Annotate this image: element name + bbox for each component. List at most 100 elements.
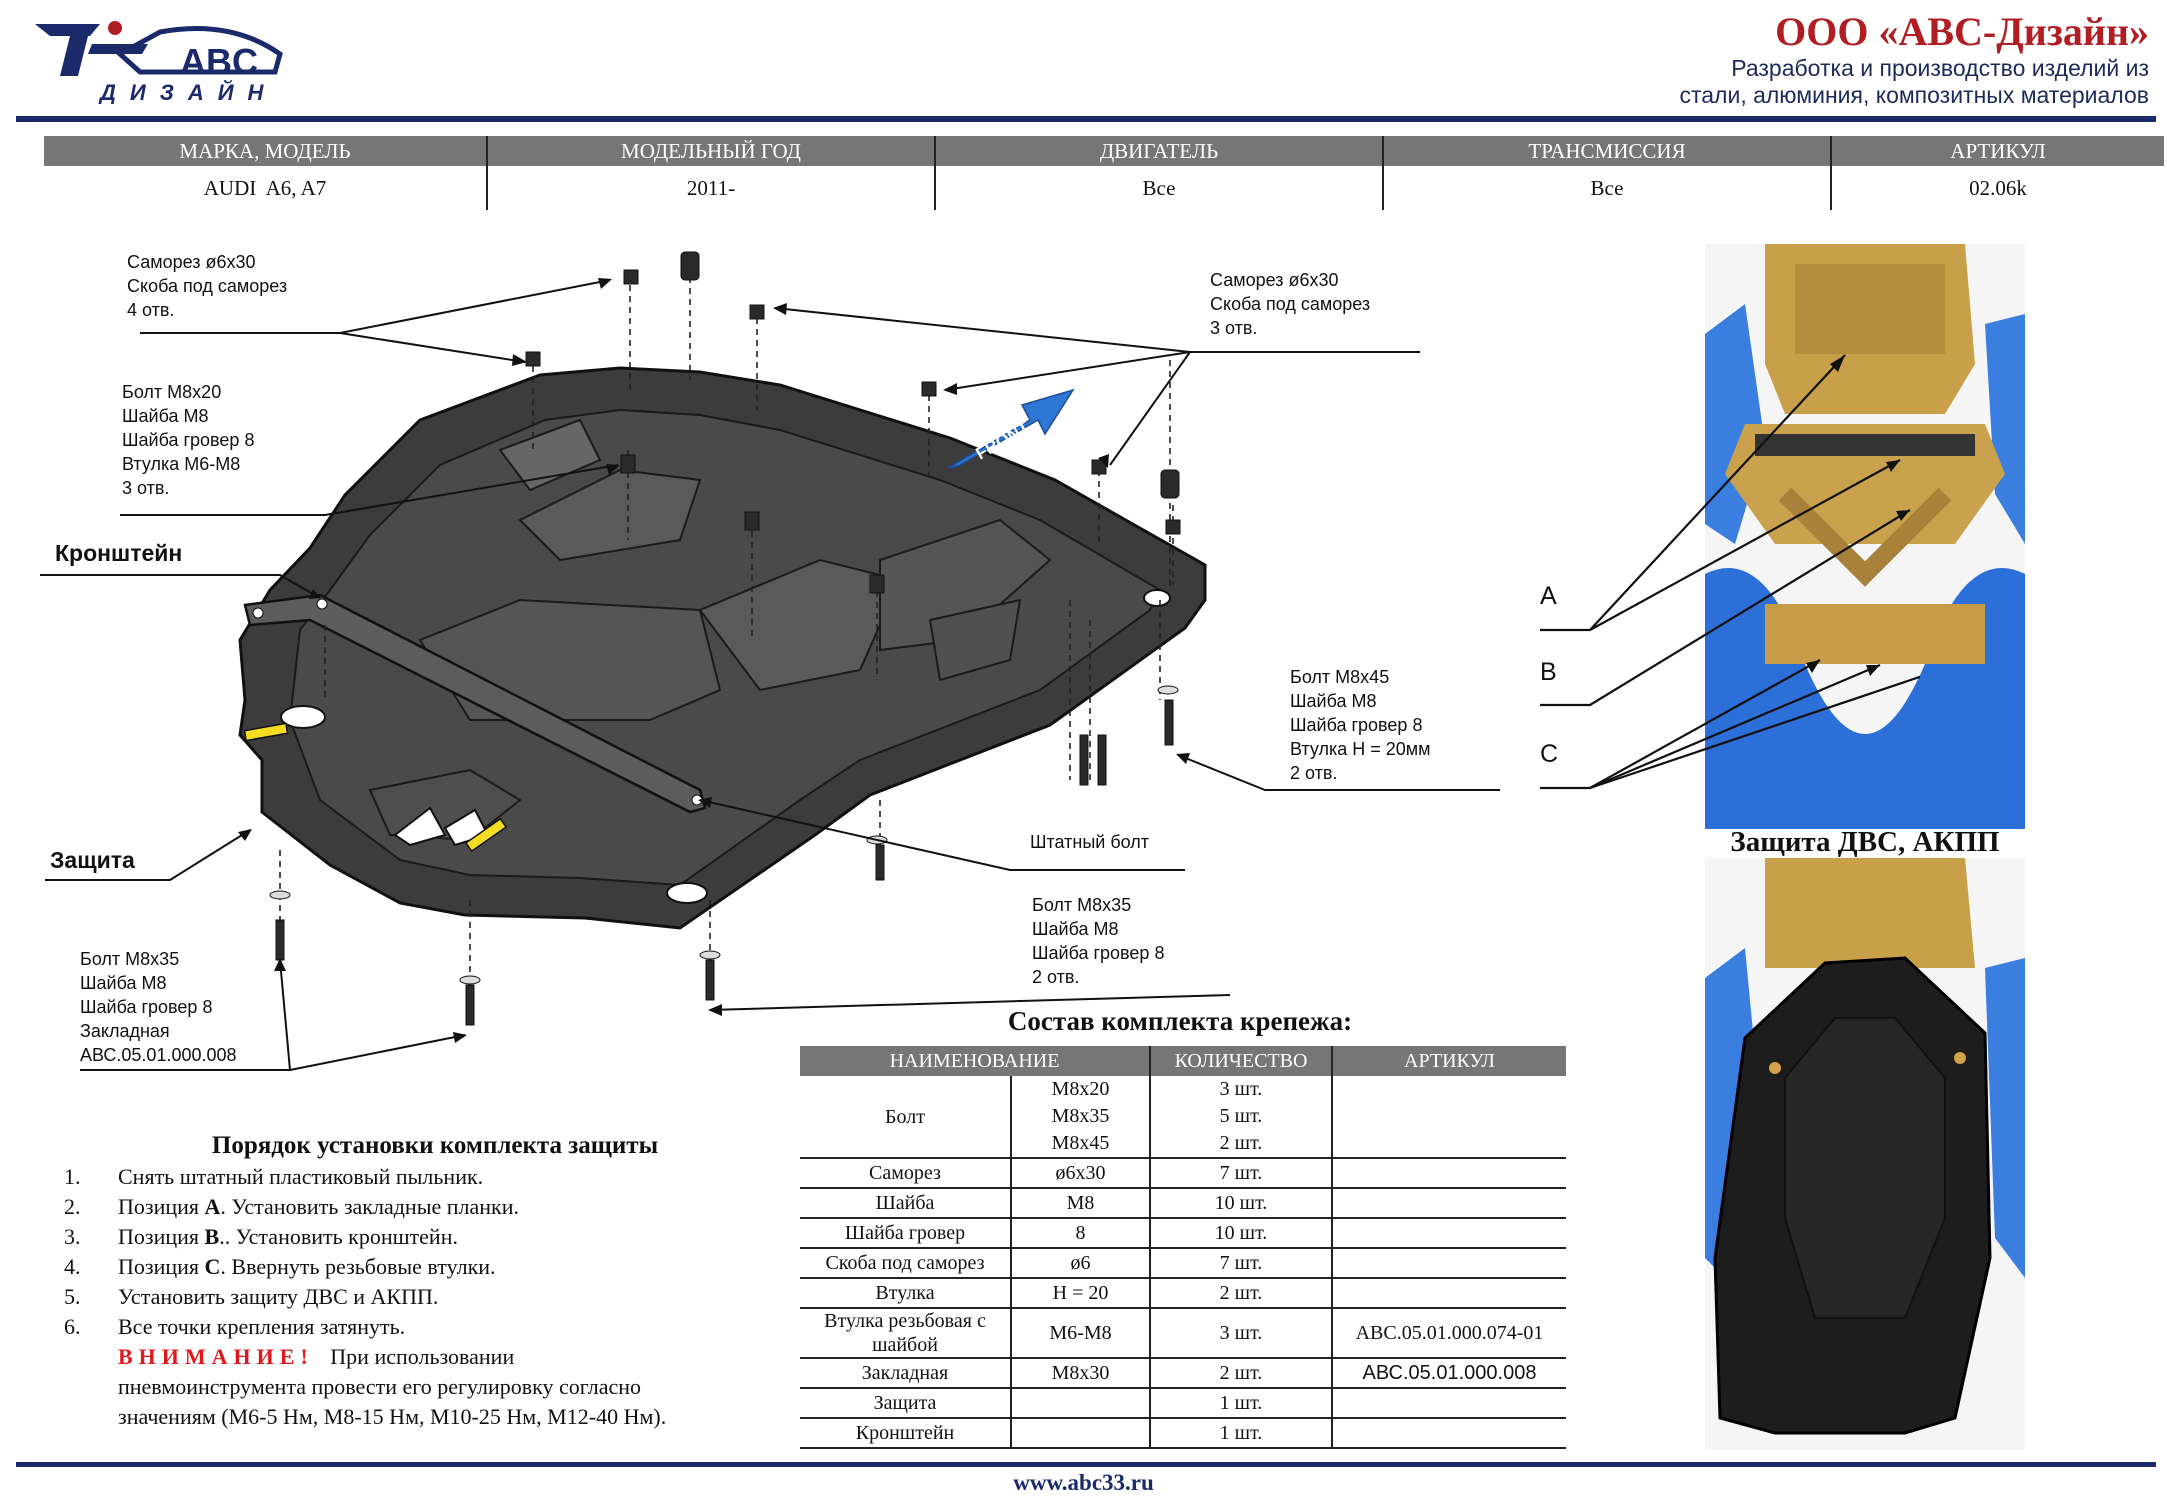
kit-header-row: НАИМЕНОВАНИЕ КОЛИЧЕСТВО АРТИКУЛ	[800, 1046, 1566, 1076]
step-text: . Ввернуть резьбовые втулки.	[220, 1254, 496, 1279]
kit-item-qty-value: 3 шт.	[1219, 1078, 1263, 1100]
kit-row: Шайба М8 10 шт.	[800, 1188, 1566, 1219]
company-block: ООО «АВС-Дизайн» Разработка и производст…	[1679, 8, 2149, 109]
kit-item-qty-value: 3 шт.	[1219, 1321, 1263, 1344]
callout-screws-left-line1: Саморез ø6x30	[127, 252, 256, 272]
kit-header-qty: КОЛИЧЕСТВО	[1149, 1046, 1332, 1076]
kit-item-size-value: М8х20	[1051, 1078, 1110, 1100]
kit-item-name: Болт	[800, 1076, 1011, 1159]
kit-item-size: H = 20	[1010, 1278, 1150, 1309]
warning-text-2: пневмоинструмента провести его регулиров…	[118, 1374, 641, 1399]
kit-item-qty: 2 шт.	[1149, 1358, 1332, 1389]
kit-item-size: ø6	[1010, 1248, 1150, 1279]
step-number: 6.	[64, 1314, 81, 1339]
kit-item-article	[1331, 1076, 1566, 1159]
step-number: 5.	[64, 1284, 81, 1309]
kit-item-article	[1331, 1158, 1566, 1189]
kit-item-qty: 10 шт.	[1149, 1188, 1332, 1219]
callout-bolt-m8x35-right: Болт М8х35 Шайба М8 Шайба гровер 8 2 отв…	[1032, 893, 1164, 989]
kit-item-qty: 7 шт.	[1149, 1158, 1332, 1189]
kit-row: Кронштейн 1 шт.	[800, 1418, 1566, 1449]
kit-item-size-value: М6-М8	[1049, 1321, 1112, 1344]
procedure-title: Порядок установки комплекта защиты	[211, 1132, 659, 1159]
warning-text-3: значениям (М6-5 Нм, М8-15 Нм, М10-25 Нм,…	[118, 1404, 667, 1429]
kit-item-qty-value: 7 шт.	[1219, 1251, 1263, 1274]
callout-bolt-m8x20-line1: Болт М8х20	[122, 382, 222, 402]
callout-bolt-m8x35-left: Болт М8х35 Шайба М8 Шайба гровер 8 Закла…	[80, 947, 237, 1067]
procedure-step: 1.Снять штатный пластиковый пыльник.	[64, 1162, 824, 1192]
callout-bolt-m8x20-line4: Втулка М6-М8	[122, 454, 241, 474]
warning-label: ВНИМАНИЕ!	[118, 1344, 314, 1369]
front-arrow-icon: FRONT	[947, 388, 1075, 469]
kit-item-size-value: М8	[1066, 1191, 1095, 1214]
step-prefix: Позиция	[118, 1224, 205, 1249]
kit-item-name: Саморез	[800, 1158, 1011, 1189]
callout-bolt-m8x35-right-line1: Болт М8х35	[1032, 895, 1132, 915]
spec-header-row: МАРКА, МОДЕЛЬ МОДЕЛЬНЫЙ ГОД ДВИГАТЕЛЬ ТР…	[44, 136, 2164, 166]
warning-text-1: При использовании	[330, 1344, 515, 1369]
install-photo-bottom	[1705, 858, 2025, 1450]
step-text: Установить защиту ДВС и АКПП.	[118, 1284, 439, 1309]
procedure-step: 3.Позиция В.. Установить кронштейн.	[64, 1222, 824, 1252]
kit-item-qty: 2 шт.	[1149, 1278, 1332, 1309]
callout-screws-left: Саморез ø6x30 Скоба под саморез 4 отв.	[127, 250, 287, 322]
callout-screws-right-line2: Скоба под саморез	[1210, 294, 1371, 314]
kit-item-name: Втулка резьбовая с шайбой	[800, 1308, 1011, 1359]
position-label-a: A	[1540, 582, 1557, 610]
kit-header-article: АРТИКУЛ	[1331, 1046, 1566, 1076]
kit-item-qty-value: 2 шт.	[1219, 1132, 1263, 1154]
step-text: Снять штатный пластиковый пыльник.	[118, 1164, 484, 1189]
position-pointers	[1540, 354, 1920, 790]
callout-screws-left-line3: 4 отв.	[127, 300, 175, 320]
logo-text-top: ABC	[180, 41, 258, 82]
header-rule	[16, 116, 2156, 122]
spec-header-transmission: ТРАНСМИССИЯ	[1382, 136, 1831, 166]
callout-bolt-m8x20-line5: 3 отв.	[122, 478, 170, 498]
leader-arrowheads	[238, 278, 1190, 1043]
step-prefix: Позиция	[118, 1194, 205, 1219]
step-prefix: Позиция	[118, 1254, 205, 1279]
kit-item-qty-value: 2 шт.	[1219, 1281, 1263, 1304]
kit-item-qty-value: 2 шт.	[1219, 1361, 1263, 1384]
kit-item-qty: 1 шт.	[1149, 1388, 1332, 1419]
kit-item-size-value: ø6	[1070, 1251, 1091, 1274]
kit-item-name: Шайба	[800, 1188, 1011, 1219]
callout-bolt-m8x35-right-line3: Шайба гровер 8	[1032, 943, 1165, 963]
kit-item-qty: 7 шт.	[1149, 1248, 1332, 1279]
spec-header-engine: ДВИГАТЕЛЬ	[934, 136, 1383, 166]
spec-value-row: AUDI A6, A7 2011- Все Все 02.06k	[44, 166, 2164, 210]
kit-item-name: Кронштейн	[800, 1418, 1011, 1449]
callout-bolt-m8x45: Болт М8х45 Шайба М8 Шайба гровер 8 Втулк…	[1290, 665, 1431, 785]
kit-item-qty-value: 10 шт.	[1214, 1221, 1268, 1244]
callout-bolt-m8x35-left-line1: Болт М8х35	[80, 949, 180, 969]
callout-bolt-m8x45-line5: 2 отв.	[1290, 763, 1338, 783]
callout-bolt-m8x35-right-line2: Шайба М8	[1032, 919, 1119, 939]
company-name: ООО «АВС-Дизайн»	[1775, 9, 2149, 54]
company-tagline-1: Разработка и производство изделий из	[1731, 55, 2149, 81]
warning-block: ВНИМАНИЕ! При использовании пневмоинстру…	[118, 1342, 838, 1432]
spec-year: 2011-	[486, 166, 935, 210]
kit-item-article	[1331, 1248, 1566, 1279]
kit-item-size: М8х30	[1010, 1358, 1150, 1389]
procedure-step: 4.Позиция С. Ввернуть резьбовые втулки.	[64, 1252, 824, 1282]
step-text: . Установить закладные планки.	[220, 1194, 520, 1219]
procedure-step: 2.Позиция А. Установить закладные планки…	[64, 1192, 824, 1222]
kit-item-size-value: H = 20	[1052, 1281, 1109, 1304]
kit-item-article	[1331, 1218, 1566, 1249]
kit-item-article	[1331, 1418, 1566, 1449]
callout-bolt-m8x45-line3: Шайба гровер 8	[1290, 715, 1423, 735]
step-position-key: В	[204, 1224, 220, 1249]
kit-item-article	[1331, 1188, 1566, 1219]
kit-item-size-value: 8	[1075, 1221, 1086, 1244]
kit-item-qty: 1 шт.	[1149, 1418, 1332, 1449]
step-number: 2.	[64, 1194, 81, 1219]
kit-item-qty-value: 10 шт.	[1214, 1191, 1268, 1214]
kit-item-qty: 3 шт.	[1149, 1308, 1332, 1359]
